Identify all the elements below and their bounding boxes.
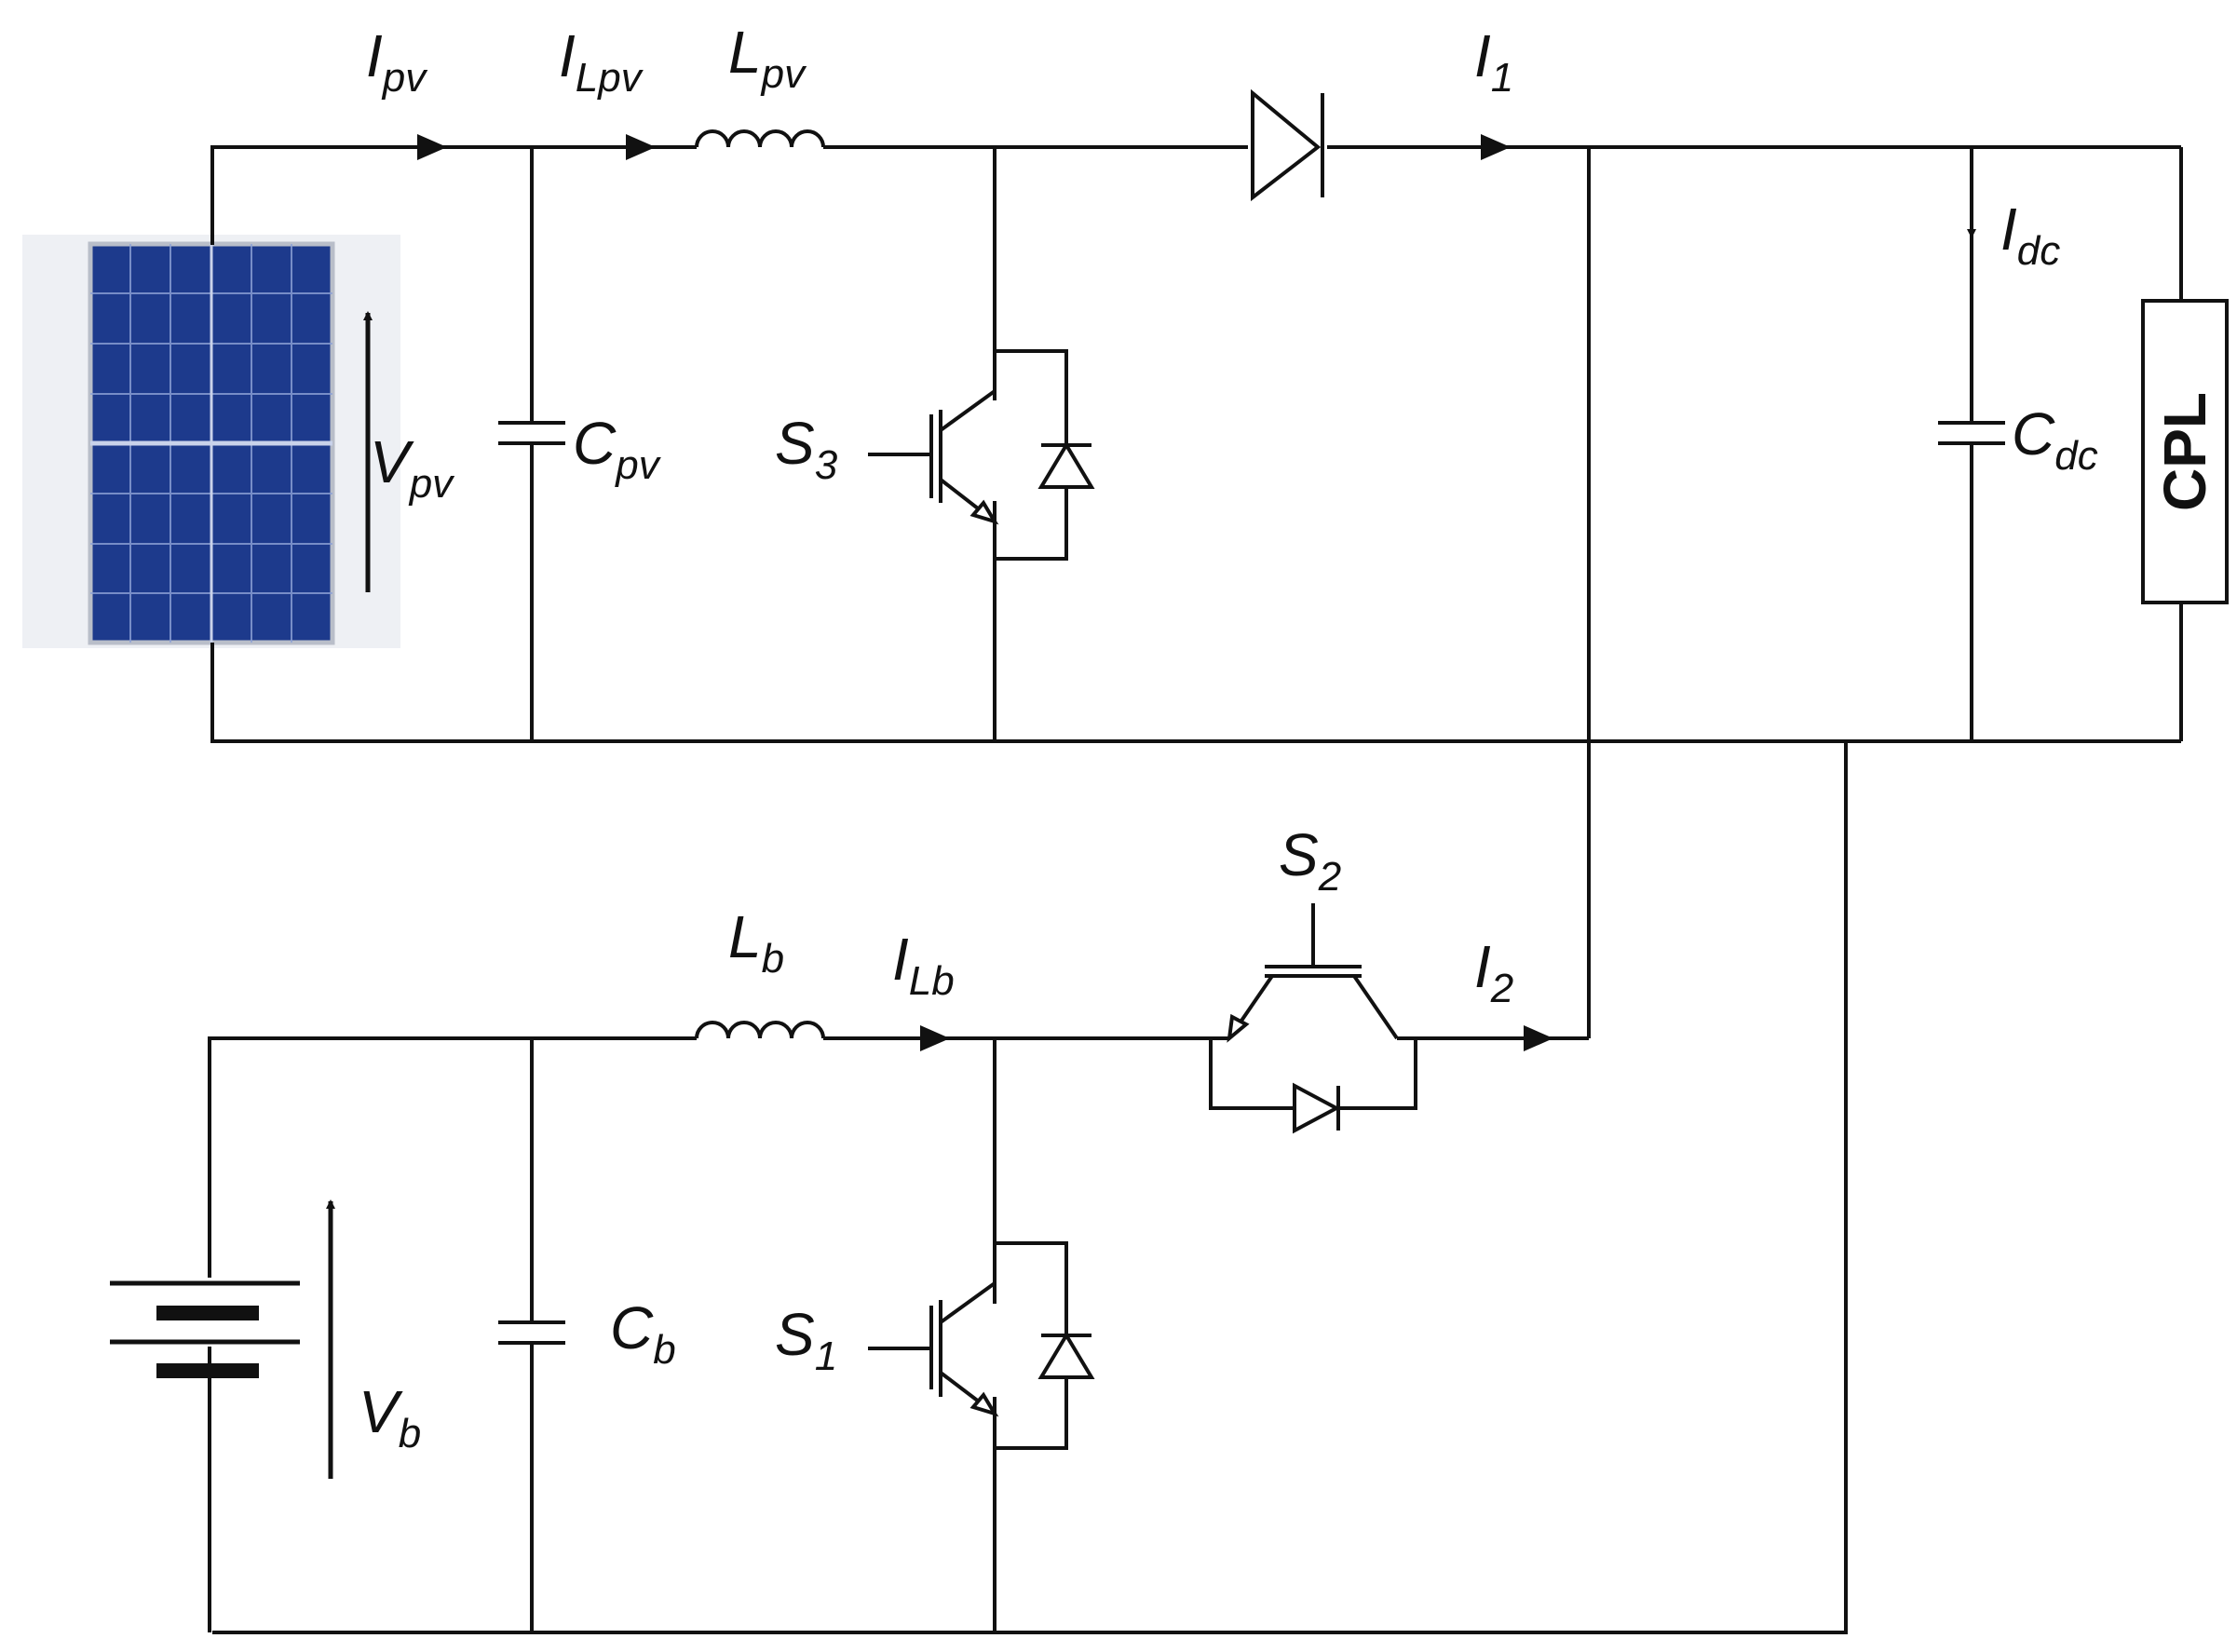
solar-panel-icon bbox=[22, 235, 400, 648]
svg-text:Cpv: Cpv bbox=[573, 410, 662, 488]
battery-icon bbox=[110, 1280, 300, 1378]
label-i2: I2 bbox=[1474, 933, 1513, 1011]
igbt-s2 bbox=[1201, 903, 1417, 1134]
i2-arrow bbox=[1524, 1025, 1553, 1051]
svg-text:Cdc: Cdc bbox=[2012, 400, 2098, 479]
pv-boost-converter bbox=[210, 145, 2183, 743]
ipv-arrow bbox=[417, 134, 447, 160]
label-cdc: Cdc bbox=[2012, 400, 2098, 479]
svg-text:S1: S1 bbox=[775, 1301, 837, 1379]
svg-text:ILpv: ILpv bbox=[559, 22, 644, 101]
svg-text:ILb: ILb bbox=[892, 926, 955, 1004]
label-s2: S2 bbox=[1279, 821, 1341, 900]
svg-text:Idc: Idc bbox=[2000, 196, 2060, 274]
inductor-lpv bbox=[695, 129, 829, 149]
label-lb: Lb bbox=[728, 903, 784, 982]
label-s1: S1 bbox=[775, 1301, 837, 1379]
cpl-label: CPL bbox=[2151, 392, 2218, 511]
ilb-arrow bbox=[920, 1025, 950, 1051]
battery-converter bbox=[208, 1036, 1589, 1632]
svg-text:Vb: Vb bbox=[359, 1378, 421, 1456]
label-lpv: Lpv bbox=[728, 19, 807, 97]
label-vb: Vb bbox=[359, 1378, 421, 1456]
svg-text:S2: S2 bbox=[1279, 821, 1341, 900]
label-ipv: Ipv bbox=[366, 22, 428, 101]
dc-bus-link bbox=[212, 147, 1848, 1634]
svg-text:Lb: Lb bbox=[728, 903, 784, 982]
ilpv-arrow bbox=[626, 134, 656, 160]
label-s3: S3 bbox=[775, 410, 838, 488]
igbt-s3 bbox=[868, 349, 1095, 561]
igbt-s1 bbox=[868, 1241, 1095, 1450]
svg-text:Ipv: Ipv bbox=[366, 22, 428, 101]
svg-text:Vpv: Vpv bbox=[370, 428, 455, 507]
series-diode bbox=[1251, 88, 1324, 202]
label-ilb: ILb bbox=[892, 926, 955, 1004]
s1-emitter-arrow bbox=[969, 1391, 999, 1417]
svg-text:Lpv: Lpv bbox=[728, 19, 807, 97]
label-ilpv: ILpv bbox=[559, 22, 644, 101]
s2-emitter-arrow bbox=[1227, 1013, 1250, 1043]
svg-text:S3: S3 bbox=[775, 410, 838, 488]
inductor-lb bbox=[695, 1021, 829, 1040]
label-cpv: Cpv bbox=[573, 410, 662, 488]
label-vpv: Vpv bbox=[370, 428, 455, 507]
svg-text:I2: I2 bbox=[1474, 933, 1513, 1011]
s3-emitter-arrow bbox=[969, 499, 999, 525]
label-i1: I1 bbox=[1474, 22, 1513, 101]
label-idc: Idc bbox=[2000, 196, 2060, 274]
svg-text:I1: I1 bbox=[1474, 22, 1513, 101]
cpl-load bbox=[2141, 299, 2229, 604]
svg-text:Cb: Cb bbox=[610, 1294, 676, 1373]
i1-arrow bbox=[1481, 134, 1511, 160]
label-cb: Cb bbox=[610, 1294, 676, 1373]
